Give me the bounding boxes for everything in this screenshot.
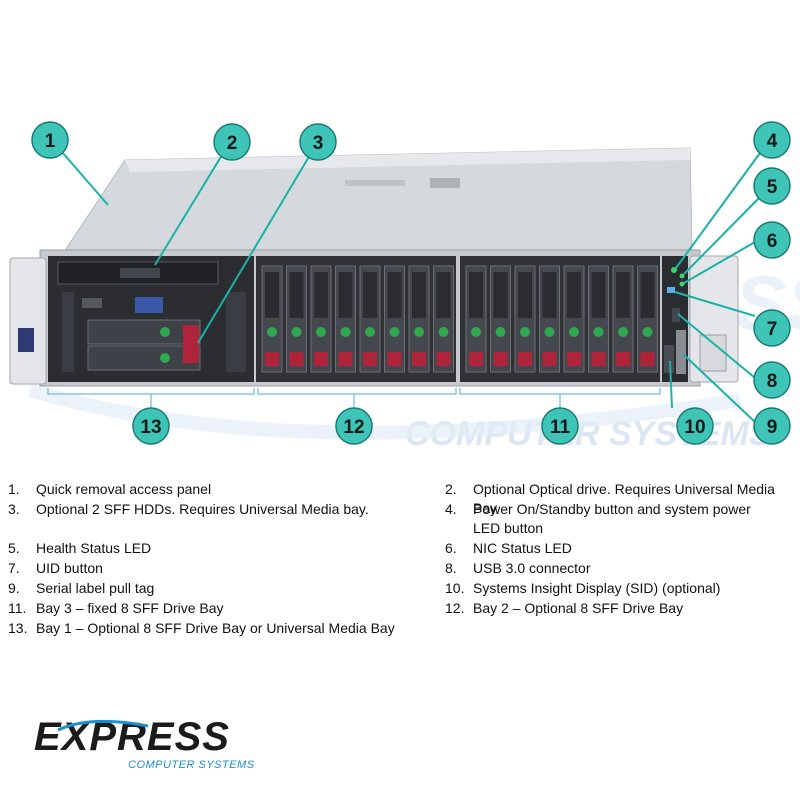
- logo-brand-text: EXPRESS: [34, 715, 230, 759]
- callout-number: 6: [767, 231, 778, 252]
- sff-drive-bottom: [87, 345, 201, 371]
- logo-swoosh-icon: [57, 719, 149, 732]
- callout-number: 3: [313, 133, 324, 154]
- callout-13: 13: [132, 407, 170, 445]
- nic-status-led: [679, 281, 685, 287]
- legend-text: Health Status LED: [36, 540, 152, 556]
- health-status-led: [679, 273, 685, 279]
- bay-2-drive: [359, 265, 381, 373]
- legend-text: UID button: [36, 560, 103, 576]
- callout-number: 7: [767, 319, 778, 340]
- callout-number: 4: [767, 131, 778, 152]
- bay-3-drive: [539, 265, 560, 373]
- bay-2-drive: [286, 265, 307, 373]
- bay-3-drive: [514, 265, 536, 373]
- left-rack-ear: [9, 257, 47, 385]
- express-logo: EXPRESS COMPUTER SYSTEMS: [34, 715, 255, 771]
- legend-number: 5.: [8, 540, 20, 556]
- legend-text: USB 3.0 connector: [473, 560, 591, 576]
- callout-number: 13: [140, 417, 161, 438]
- bay-2-drive: [384, 265, 405, 373]
- callout-number: 8: [767, 371, 778, 392]
- legend-text: Systems Insight Display (SID) (optional): [473, 580, 721, 596]
- power-button-led: [671, 267, 677, 273]
- callout-number: 9: [767, 417, 778, 438]
- callout-number: 5: [767, 177, 778, 198]
- legend-text: Serial label pull tag: [36, 580, 155, 596]
- callout-6: 6: [753, 221, 791, 259]
- legend-text: Bay 2 – Optional 8 SFF Drive Bay: [473, 600, 684, 616]
- callout-number: 2: [227, 133, 238, 154]
- callout-number: 11: [550, 417, 571, 438]
- legend-number: 11.: [8, 600, 27, 616]
- legend-number: 2.: [445, 481, 457, 497]
- bay-2-drive: [408, 265, 430, 373]
- legend-number: 1.: [8, 481, 20, 497]
- sid-panel: [664, 345, 674, 373]
- legend-text: Optional Optical drive. Requires Univers…: [473, 481, 775, 516]
- legend-text: Quick removal access panel: [36, 481, 212, 497]
- legend-text: Bay 3 – fixed 8 SFF Drive Bay: [36, 600, 224, 616]
- bay-3-drive: [563, 265, 585, 373]
- uid-button: [667, 287, 675, 293]
- legend-text: NIC Status LED: [473, 540, 572, 556]
- sff-drive-top: [87, 319, 201, 345]
- legend-number: 9.: [8, 580, 20, 596]
- callout-7: 7: [753, 309, 791, 347]
- legend-number: 10.: [445, 580, 465, 596]
- legend-number: 13.: [8, 620, 28, 636]
- legend-number: 7.: [8, 560, 20, 576]
- callout-number: 1: [45, 131, 56, 152]
- bay-3-drive: [637, 265, 658, 373]
- callout-10: 10: [676, 407, 714, 445]
- bay-2-drive: [433, 265, 454, 373]
- logo-tagline-text: COMPUTER SYSTEMS: [128, 759, 255, 771]
- legend-number: 3.: [8, 501, 20, 517]
- bay-2-drive: [335, 265, 356, 373]
- bay-3-drive: [465, 265, 487, 373]
- vga-port: [135, 297, 163, 313]
- bay-2-drive: [310, 265, 332, 373]
- bay-3-drive: [612, 265, 634, 373]
- bay-3-drive: [588, 265, 609, 373]
- bay-2-drive: [261, 265, 283, 373]
- callout-1: 1: [31, 121, 69, 159]
- callout-9: 9: [753, 407, 791, 445]
- legend-number: 6.: [445, 540, 457, 556]
- callout-5: 5: [753, 167, 791, 205]
- serial-label-tag: [676, 330, 686, 374]
- legend-text: Optional 2 SFF HDDs. Requires Universal …: [36, 501, 369, 517]
- callout-3: 3: [299, 123, 337, 161]
- callout-8: 8: [753, 361, 791, 399]
- callout-number: 12: [343, 417, 364, 438]
- callout-2: 2: [213, 123, 251, 161]
- legend-text: Power On/Standby button and system power…: [473, 501, 751, 536]
- callout-11: 11: [541, 407, 579, 445]
- callout-12: 12: [335, 407, 373, 445]
- legend-text: Bay 1 – Optional 8 SFF Drive Bay or Univ…: [36, 620, 395, 636]
- bay-3-drive: [490, 265, 511, 373]
- callout-number: 10: [684, 417, 705, 438]
- usb3-connector: [672, 308, 680, 322]
- legend-number: 12.: [445, 600, 465, 616]
- legend-number: 4.: [445, 501, 457, 517]
- server-front-diagram: EXPRESS COMPUTER SYSTEMS: [9, 121, 800, 453]
- callout-4: 4: [753, 121, 791, 159]
- usb-port-front: [82, 298, 102, 308]
- legend-number: 8.: [445, 560, 457, 576]
